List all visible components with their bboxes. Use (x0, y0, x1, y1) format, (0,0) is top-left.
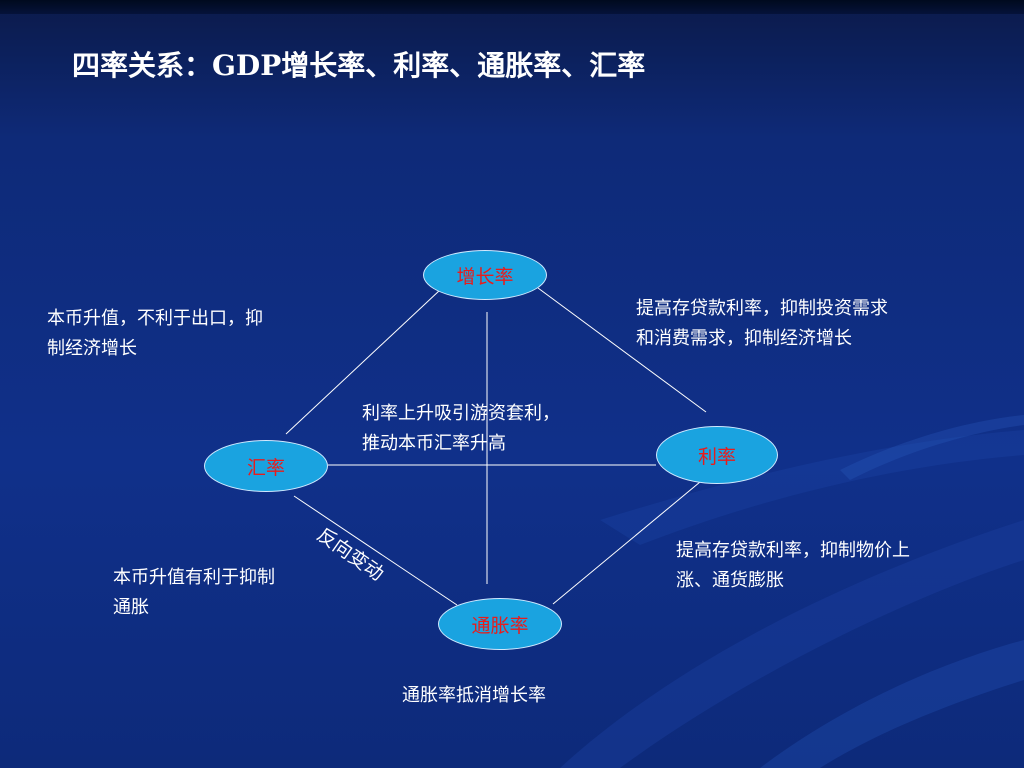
note-line: 推动本币汇率升高 (362, 433, 506, 454)
note-inflation-growth: 通胀率抵消增长率 (402, 685, 546, 706)
line-rate-inflation (552, 481, 701, 605)
note-line: 制经济增长 (47, 338, 137, 359)
slide-title: 四率关系：GDP增长率、利率、通胀率、汇率 (72, 49, 646, 82)
note-line: 利率上升吸引游资套利， (362, 403, 560, 424)
line-growth-rate (537, 287, 707, 413)
note-exchange-rate-inflation: 本币升值有利于抑制 通胀 (113, 563, 275, 623)
node-inflation-rate: 通胀率 (438, 598, 562, 650)
note-exchange-rate-growth: 本币升值，不利于出口，抑 制经济增长 (47, 304, 263, 364)
line-growth-fx (285, 289, 441, 435)
node-interest-rate: 利率 (656, 426, 778, 484)
note-line: 提高存贷款利率，抑制投资需求 (636, 298, 888, 319)
top-band (0, 0, 1024, 14)
note-line: 提高存贷款利率，抑制物价上 (676, 540, 910, 561)
node-exchange-rate: 汇率 (204, 440, 328, 492)
note-line: 涨、通货膨胀 (676, 570, 784, 591)
note-line: 本币升值，不利于出口，抑 (47, 308, 263, 329)
note-interest-rate-growth: 提高存贷款利率，抑制投资需求 和消费需求，抑制经济增长 (636, 294, 888, 354)
note-interest-rate-inflation: 提高存贷款利率，抑制物价上 涨、通货膨胀 (676, 536, 910, 596)
note-line: 通胀 (113, 597, 149, 618)
note-interest-rate-exchange-rate: 利率上升吸引游资套利， 推动本币汇率升高 (362, 399, 560, 459)
note-line: 和消费需求，抑制经济增长 (636, 328, 852, 349)
line-fx-inflation (293, 495, 458, 606)
note-line: 本币升值有利于抑制 (113, 567, 275, 588)
node-growth-rate: 增长率 (423, 250, 547, 300)
